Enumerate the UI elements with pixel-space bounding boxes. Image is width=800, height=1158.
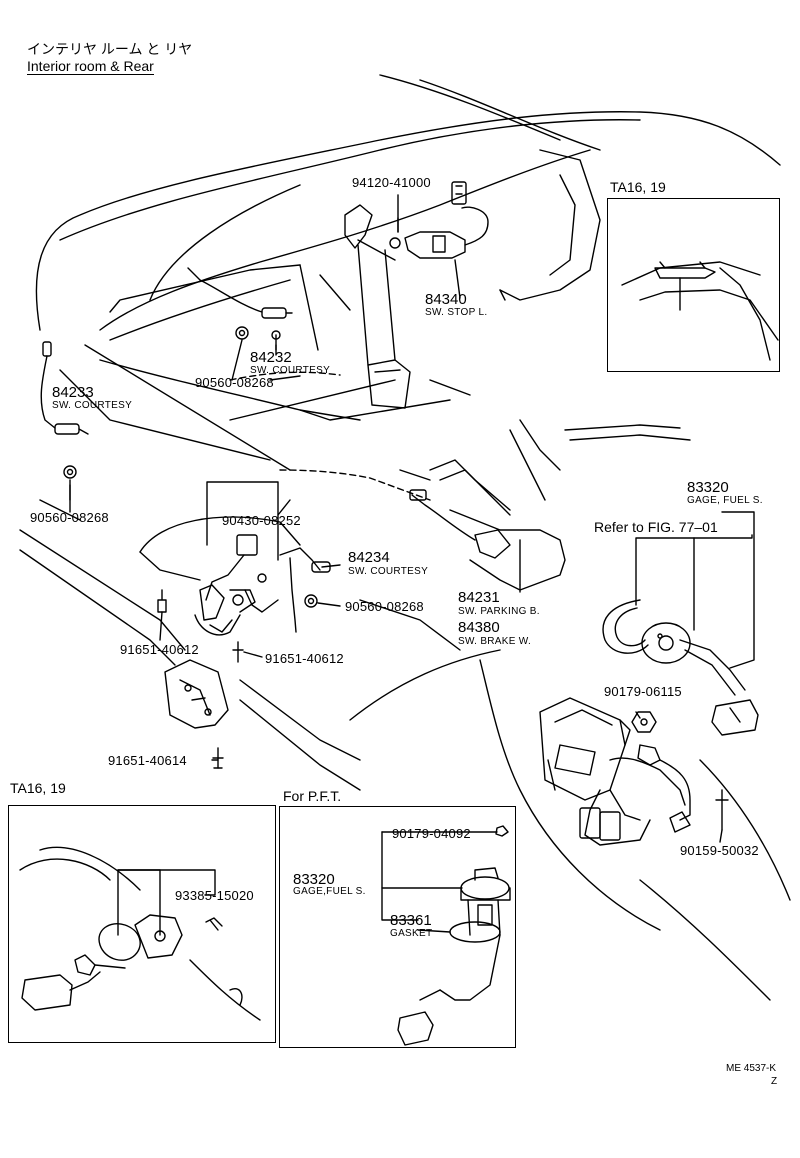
part-desc-84380: SW. BRAKE W. xyxy=(458,636,532,647)
figure-code: ME 4537-K xyxy=(726,1063,777,1074)
figure-code-suffix: Z xyxy=(771,1076,778,1087)
part-number-90560-08268-a: 90560-08268 xyxy=(195,375,274,390)
part-number-84231: 84231 xyxy=(458,589,500,606)
part-desc-84340: SW. STOP L. xyxy=(425,307,488,318)
dashed-harness xyxy=(229,371,431,501)
bracket xyxy=(164,659,229,729)
inset-pft-label: For P.F.T. xyxy=(283,788,342,804)
part-number-84234: 84234 xyxy=(348,549,390,566)
part-number-90560-08268-c: 90560-08268 xyxy=(345,599,424,614)
part-desc-84234: SW. COURTESY xyxy=(348,566,429,577)
part-number-84232: 84232 xyxy=(250,349,292,366)
part-desc-83320: GAGE, FUEL S. xyxy=(687,495,763,506)
part-number-90430-08252: 90430-08252 xyxy=(222,513,301,528)
part-number-90179-06115: 90179-06115 xyxy=(604,684,682,699)
dashboard-outline xyxy=(35,74,781,521)
part-desc-83320-pft: GAGE,FUEL S. xyxy=(293,886,366,897)
part-number-84233: 84233 xyxy=(52,384,94,401)
part-desc-83361: GASKET xyxy=(390,928,433,939)
stop-lamp-switch xyxy=(344,181,489,261)
inset-pft-frame xyxy=(279,806,516,1048)
part-desc-84233: SW. COURTESY xyxy=(52,400,133,411)
reference-bracket xyxy=(635,511,755,669)
part-number-83320-pft: 83320 xyxy=(293,871,335,888)
part-number-83320: 83320 xyxy=(687,479,729,496)
leader-lines xyxy=(69,194,723,843)
courtesy-switch-84233 xyxy=(40,341,89,501)
screw-91651-40614 xyxy=(212,747,224,769)
part-number-90179-04092: 90179-04092 xyxy=(392,826,471,841)
courtesy-switch-84232 xyxy=(187,267,293,351)
figure-reference: Refer to FIG. 77–01 xyxy=(594,519,718,535)
part-number-91651-40612-a: 91651-40612 xyxy=(120,642,199,657)
page-title: Interior room & Rear xyxy=(27,58,154,75)
inset-bottom-left-label: TA16, 19 xyxy=(10,780,66,796)
part-number-90560-08268-b: 90560-08268 xyxy=(30,510,109,525)
part-number-90159-50032: 90159-50032 xyxy=(680,843,759,858)
inset-pft-drawing xyxy=(381,825,511,1046)
part-number-91651-40612-b: 91651-40612 xyxy=(265,651,344,666)
part-number-94120-41000: 94120-41000 xyxy=(352,175,431,190)
ecu-module xyxy=(539,697,691,846)
brake-pedal xyxy=(357,244,411,409)
part-number-91651-40614: 91651-40614 xyxy=(108,753,187,768)
part-desc-84232: SW. COURTESY xyxy=(250,365,331,376)
part-number-84380: 84380 xyxy=(458,619,500,636)
part-number-83361: 83361 xyxy=(390,912,432,929)
page-title-jp: インテリヤ ルーム と リヤ xyxy=(27,41,193,57)
part-desc-84231: SW. PARKING B. xyxy=(458,606,540,617)
right-body-lines xyxy=(639,759,791,1001)
inset-top-right-drawing xyxy=(621,261,779,361)
inset-bottom-left-frame xyxy=(8,805,276,1043)
inset-top-right-frame xyxy=(607,198,780,372)
fuel-sender-unit xyxy=(602,599,759,736)
lower-body-lines xyxy=(19,529,661,931)
parking-brake-lever xyxy=(409,459,566,591)
screw-90159-50032 xyxy=(715,789,729,831)
part-number-84340: 84340 xyxy=(425,291,467,308)
trunk-switch-assembly xyxy=(139,516,331,663)
part-number-93385-15020: 93385-15020 xyxy=(175,888,254,903)
nut-90179-06115 xyxy=(631,711,657,733)
inset-bottom-left-drawing xyxy=(19,846,261,1021)
inset-top-right-label: TA16, 19 xyxy=(610,179,666,195)
